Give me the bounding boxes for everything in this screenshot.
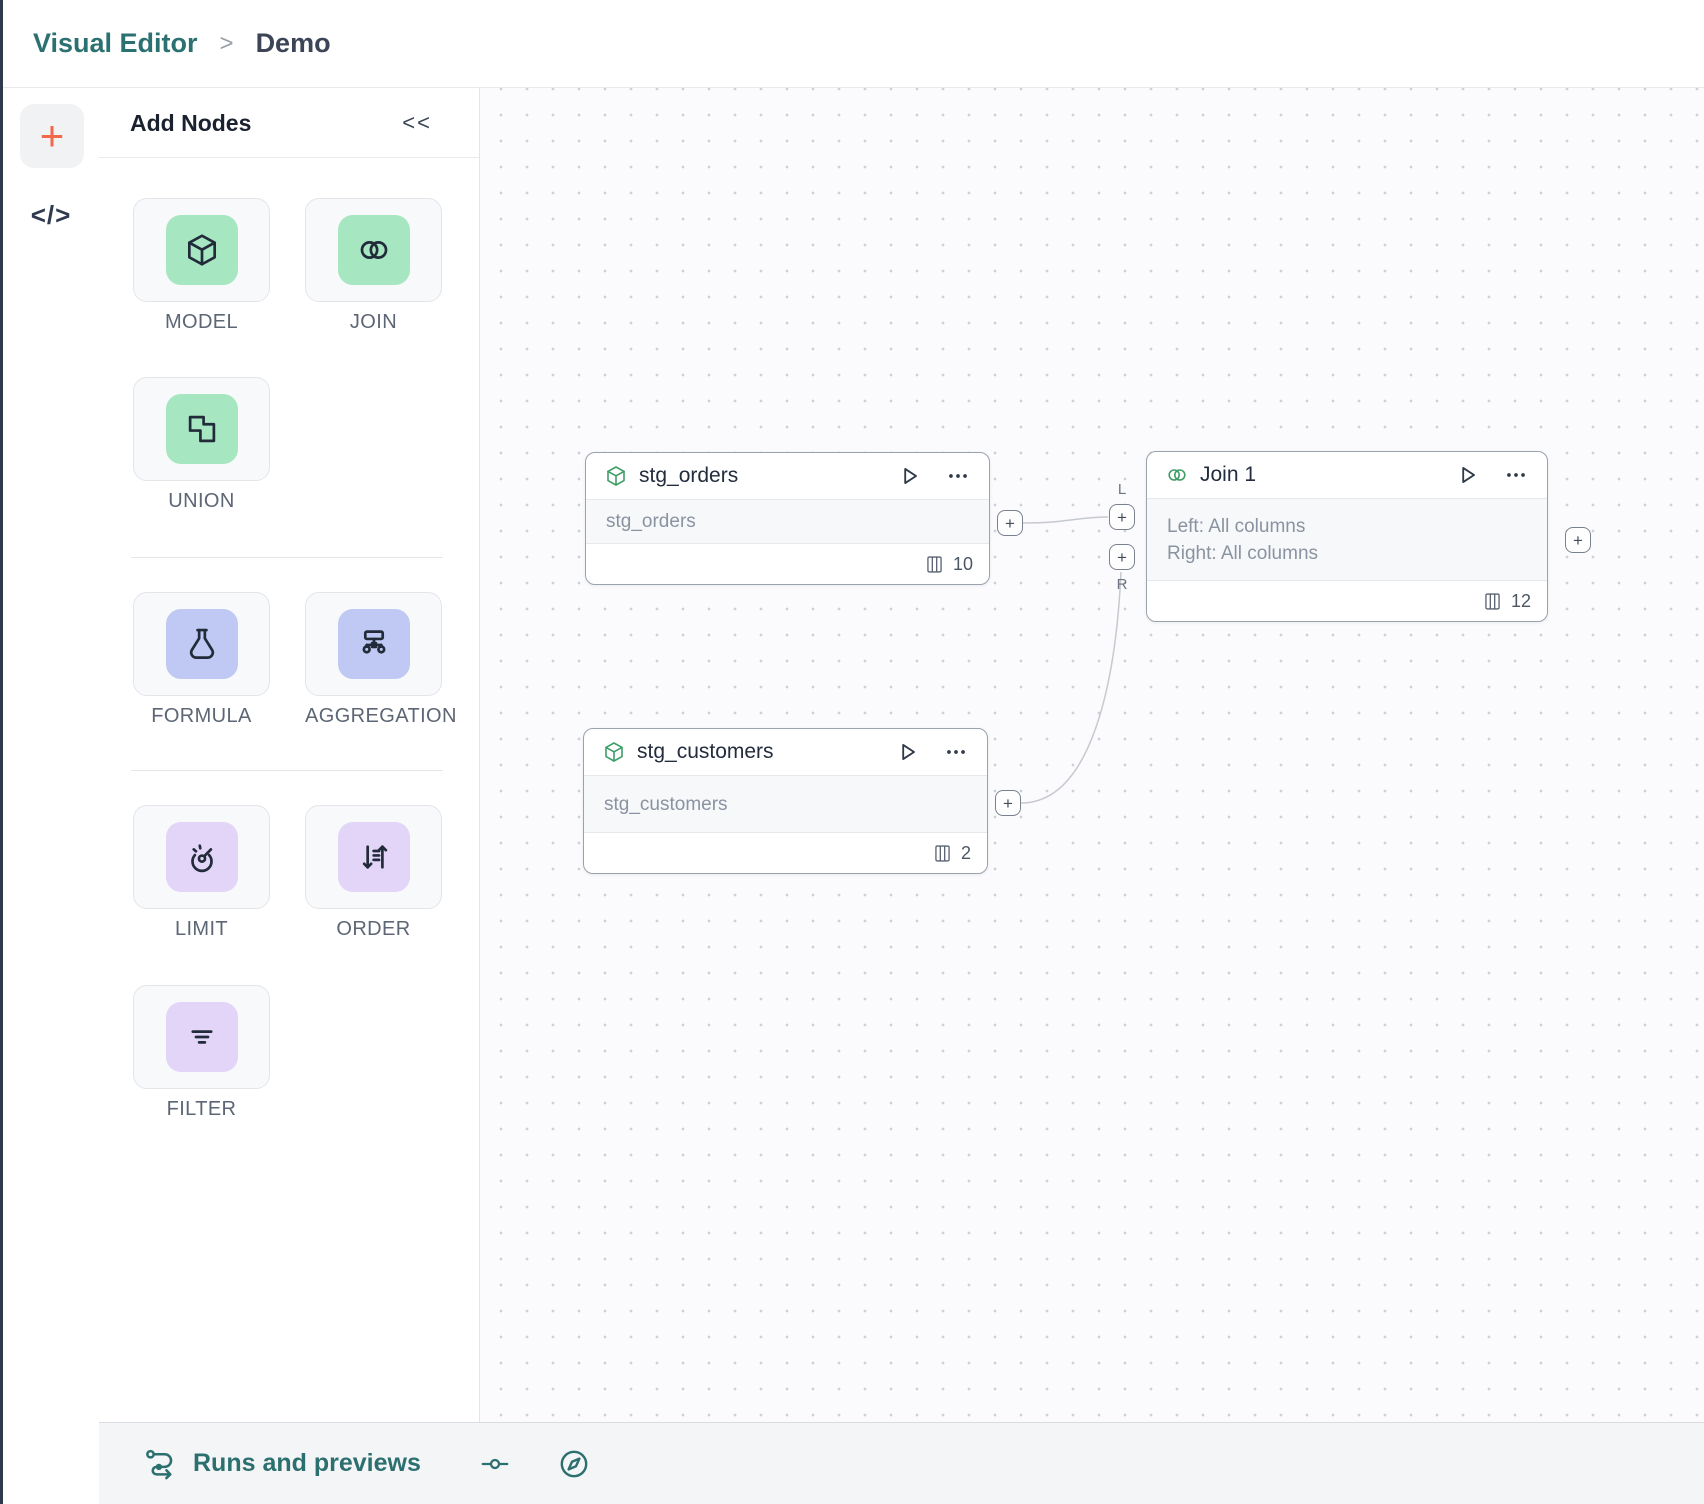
cube-icon bbox=[166, 215, 238, 285]
breadcrumb-demo: Demo bbox=[256, 28, 331, 59]
runs-and-previews-button[interactable]: Runs and previews bbox=[143, 1446, 421, 1482]
breadcrumb: Visual Editor > Demo bbox=[3, 0, 1704, 88]
node-title: stg_customers bbox=[637, 740, 883, 764]
node-header: Join 1 bbox=[1147, 452, 1547, 498]
more-options-icon[interactable] bbox=[945, 463, 971, 489]
add-nodes-panel: Add Nodes << MODEL JOIN UNION FORMULA AG… bbox=[99, 88, 480, 1422]
plus-icon: + bbox=[1005, 515, 1015, 532]
run-node-icon[interactable] bbox=[1454, 462, 1480, 488]
port-join-left-input[interactable]: + bbox=[1109, 504, 1135, 530]
node-title: stg_orders bbox=[639, 464, 885, 488]
plus-icon: + bbox=[40, 115, 65, 157]
tile-join-label: JOIN bbox=[305, 311, 442, 334]
union-shapes-icon bbox=[166, 394, 238, 464]
node-source-label: stg_customers bbox=[604, 791, 967, 818]
tile-limit[interactable] bbox=[133, 805, 270, 909]
more-options-icon[interactable] bbox=[943, 739, 969, 765]
tile-formula-label: FORMULA bbox=[133, 705, 270, 728]
flow-canvas[interactable]: stg_orders stg_orders 10 stg_customers bbox=[480, 88, 1704, 1422]
breadcrumb-visual-editor[interactable]: Visual Editor bbox=[33, 28, 198, 59]
node-header: stg_orders bbox=[586, 453, 989, 499]
port-stg-customers-output[interactable]: + bbox=[995, 790, 1021, 816]
plus-icon: + bbox=[1117, 509, 1127, 526]
plus-icon: + bbox=[1573, 532, 1583, 549]
join-right-summary: Right: All columns bbox=[1167, 540, 1527, 567]
panel-divider bbox=[131, 770, 443, 771]
add-nodes-panel-header: Add Nodes << bbox=[99, 88, 479, 158]
node-body: stg_customers bbox=[584, 775, 987, 833]
tree-icon bbox=[338, 609, 410, 679]
node-header: stg_customers bbox=[584, 729, 987, 775]
left-rail: + </> bbox=[3, 88, 99, 1504]
add-node-button[interactable]: + bbox=[20, 104, 84, 168]
compass-icon[interactable] bbox=[557, 1447, 591, 1481]
node-body: Left: All columns Right: All columns bbox=[1147, 498, 1547, 581]
node-source-label: stg_orders bbox=[606, 508, 969, 535]
tile-filter-label: FILTER bbox=[133, 1098, 270, 1121]
tile-model-label: MODEL bbox=[133, 311, 270, 334]
node-footer: 12 bbox=[1147, 581, 1547, 621]
run-node-icon[interactable] bbox=[894, 739, 920, 765]
more-options-icon[interactable] bbox=[1503, 462, 1529, 488]
node-stg-orders[interactable]: stg_orders stg_orders 10 bbox=[585, 452, 990, 585]
tile-join[interactable] bbox=[305, 198, 442, 302]
node-stg-customers[interactable]: stg_customers stg_customers 2 bbox=[583, 728, 988, 874]
node-footer: 10 bbox=[586, 544, 989, 584]
tile-order[interactable] bbox=[305, 805, 442, 909]
tile-formula[interactable] bbox=[133, 592, 270, 696]
port-label-left: L bbox=[1109, 481, 1135, 498]
tile-filter[interactable] bbox=[133, 985, 270, 1089]
runs-and-previews-label: Runs and previews bbox=[193, 1449, 421, 1478]
panel-title: Add Nodes bbox=[130, 88, 251, 158]
code-view-button[interactable]: </> bbox=[3, 200, 99, 231]
code-icon: </> bbox=[31, 200, 72, 230]
port-stg-orders-output[interactable]: + bbox=[997, 510, 1023, 536]
join-circles-icon bbox=[338, 215, 410, 285]
tile-model[interactable] bbox=[133, 198, 270, 302]
node-title: Join 1 bbox=[1200, 463, 1443, 487]
column-count: 2 bbox=[961, 843, 971, 864]
tile-aggregation[interactable] bbox=[305, 592, 442, 696]
runs-flow-icon bbox=[143, 1446, 179, 1482]
join-circles-icon bbox=[1165, 463, 1189, 487]
plus-icon: + bbox=[1117, 549, 1127, 566]
commit-slider-icon[interactable] bbox=[479, 1448, 511, 1480]
bottom-bar: Runs and previews bbox=[99, 1422, 1704, 1504]
sort-icon bbox=[338, 822, 410, 892]
port-join-right-input[interactable]: + bbox=[1109, 544, 1135, 570]
join-left-summary: Left: All columns bbox=[1167, 513, 1527, 540]
node-footer: 2 bbox=[584, 833, 987, 873]
tile-order-label: ORDER bbox=[305, 918, 442, 941]
cube-icon bbox=[604, 464, 628, 488]
breadcrumb-separator: > bbox=[220, 30, 234, 58]
port-join-output[interactable]: + bbox=[1565, 527, 1591, 553]
gauge-icon bbox=[166, 822, 238, 892]
tile-union-label: UNION bbox=[133, 490, 270, 513]
column-count: 10 bbox=[953, 554, 973, 575]
panel-divider bbox=[131, 557, 443, 558]
columns-icon bbox=[1482, 591, 1503, 612]
port-label-right: R bbox=[1109, 576, 1135, 593]
window-left-border bbox=[0, 0, 3, 1504]
column-count: 12 bbox=[1511, 591, 1531, 612]
node-body: stg_orders bbox=[586, 499, 989, 544]
node-join-1[interactable]: Join 1 Left: All columns Right: All colu… bbox=[1146, 451, 1548, 622]
cube-icon bbox=[602, 740, 626, 764]
tile-aggregation-label: AGGREGATION bbox=[305, 705, 442, 728]
tile-union[interactable] bbox=[133, 377, 270, 481]
columns-icon bbox=[924, 554, 945, 575]
tile-limit-label: LIMIT bbox=[133, 918, 270, 941]
filter-lines-icon bbox=[166, 1002, 238, 1072]
run-node-icon[interactable] bbox=[896, 463, 922, 489]
collapse-panel-icon[interactable]: << bbox=[402, 88, 432, 158]
columns-icon bbox=[932, 843, 953, 864]
plus-icon: + bbox=[1003, 795, 1013, 812]
flask-icon bbox=[166, 609, 238, 679]
